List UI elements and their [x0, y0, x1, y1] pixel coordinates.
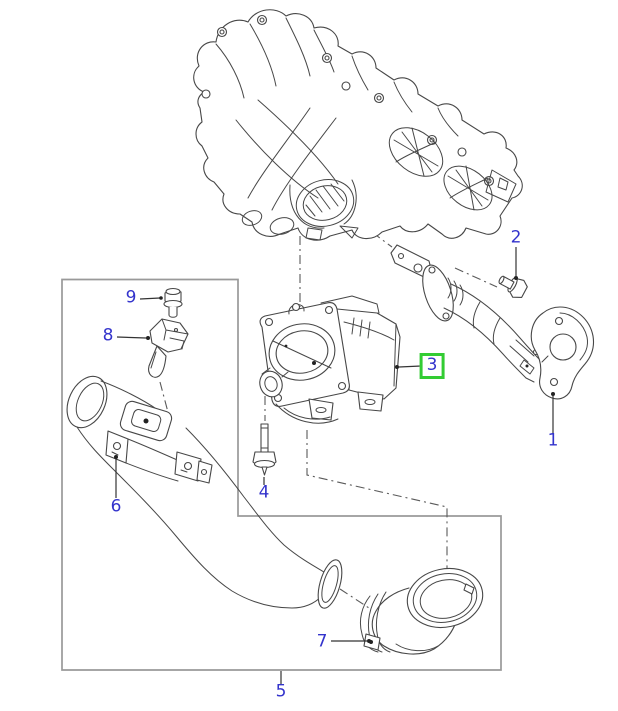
assembly-lines: [159, 209, 498, 609]
elbow-hose-drawing: [359, 568, 484, 655]
hose-assembly-drawing: [66, 375, 343, 609]
callout-7[interactable]: 7: [316, 631, 328, 652]
callout-6[interactable]: 6: [110, 496, 122, 517]
callout-5[interactable]: 5: [275, 681, 287, 702]
callout-4[interactable]: 4: [258, 482, 270, 503]
callout-8[interactable]: 8: [102, 325, 114, 346]
bolt-2-drawing: [498, 275, 528, 298]
pipe-assembly-drawing: [390, 244, 595, 400]
callout-2[interactable]: 2: [510, 227, 522, 248]
throttle-body-drawing: [259, 295, 401, 424]
callout-1[interactable]: 1: [547, 430, 559, 451]
sensor-drawing: [148, 318, 189, 378]
callout-9[interactable]: 9: [125, 287, 137, 308]
callout-3[interactable]: 3: [419, 353, 445, 379]
callout-leaders: [114, 247, 555, 685]
bolt-4-drawing: [252, 423, 277, 476]
intake-manifold-drawing: [193, 9, 523, 241]
bolt-9-drawing: [163, 287, 183, 318]
group-box: [61, 278, 502, 671]
